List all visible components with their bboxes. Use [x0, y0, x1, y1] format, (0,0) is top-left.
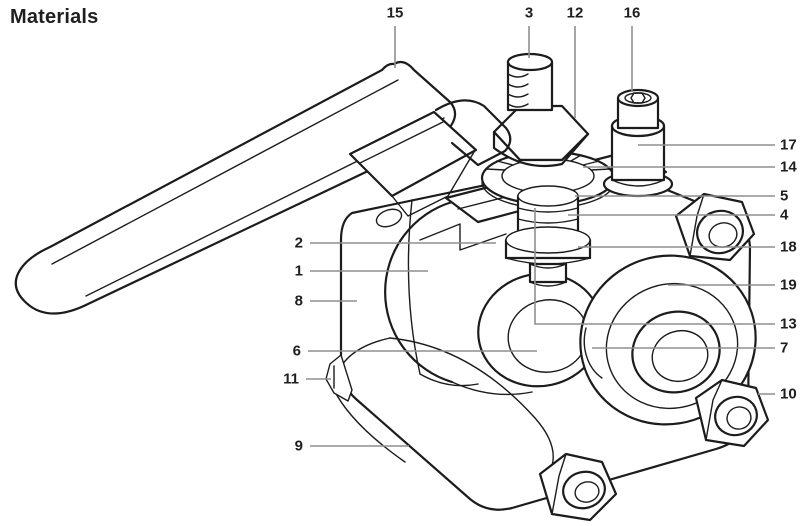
part-number-17: 17 — [780, 137, 797, 154]
callout-3: 3 — [525, 5, 533, 58]
part-number-15: 15 — [387, 5, 404, 22]
stem-assembly — [480, 52, 616, 287]
callout-2: 2 — [295, 235, 496, 252]
callout-16: 16 — [624, 5, 641, 92]
part-number-19: 19 — [780, 277, 797, 294]
part-number-11: 11 — [283, 371, 299, 388]
callout-6: 6 — [293, 343, 537, 360]
part-number-7: 7 — [780, 340, 788, 357]
page-title: Materials — [10, 6, 99, 28]
part-number-5: 5 — [780, 188, 788, 205]
callout-19: 19 — [668, 277, 797, 294]
callout-1: 1 — [295, 263, 428, 280]
callout-12: 12 — [567, 5, 584, 118]
handle-clip — [348, 110, 478, 198]
callout-17: 17 — [638, 137, 797, 154]
callout-14: 14 — [583, 159, 797, 176]
part-number-3: 3 — [525, 5, 533, 22]
part-number-1: 1 — [295, 263, 303, 280]
end-cap-port — [579, 254, 757, 426]
callout-11: 11 — [283, 371, 331, 388]
corner-bolt-tip — [325, 354, 353, 402]
callout-7: 7 — [592, 340, 788, 357]
callout-13: 13 — [534, 208, 797, 333]
callout-5: 5 — [575, 188, 788, 205]
leader-line-13 — [534, 208, 775, 325]
hex-socket — [630, 92, 646, 104]
callout-9: 9 — [295, 438, 409, 455]
part-number-9: 9 — [295, 438, 303, 455]
part-number-6: 6 — [293, 343, 301, 360]
ball-cutaway — [384, 200, 603, 396]
bracket-hole — [375, 208, 403, 228]
callout-8: 8 — [295, 293, 357, 310]
seat-ring — [583, 327, 603, 379]
part-number-18: 18 — [780, 239, 797, 256]
part-number-4: 4 — [780, 207, 789, 224]
callout-18: 18 — [578, 239, 797, 256]
callout-15: 15 — [387, 5, 404, 68]
part-number-12: 12 — [567, 5, 584, 22]
part-number-8: 8 — [295, 293, 303, 310]
callout-10: 10 — [758, 386, 797, 403]
part-number-13: 13 — [780, 316, 797, 333]
handle-lever — [14, 60, 512, 315]
corner-nuts — [538, 192, 770, 522]
part-number-2: 2 — [295, 235, 303, 252]
part-number-14: 14 — [780, 159, 797, 176]
stop-pin — [602, 88, 674, 198]
part-number-16: 16 — [624, 5, 641, 22]
callout-4: 4 — [568, 207, 789, 224]
part-number-10: 10 — [780, 386, 797, 403]
